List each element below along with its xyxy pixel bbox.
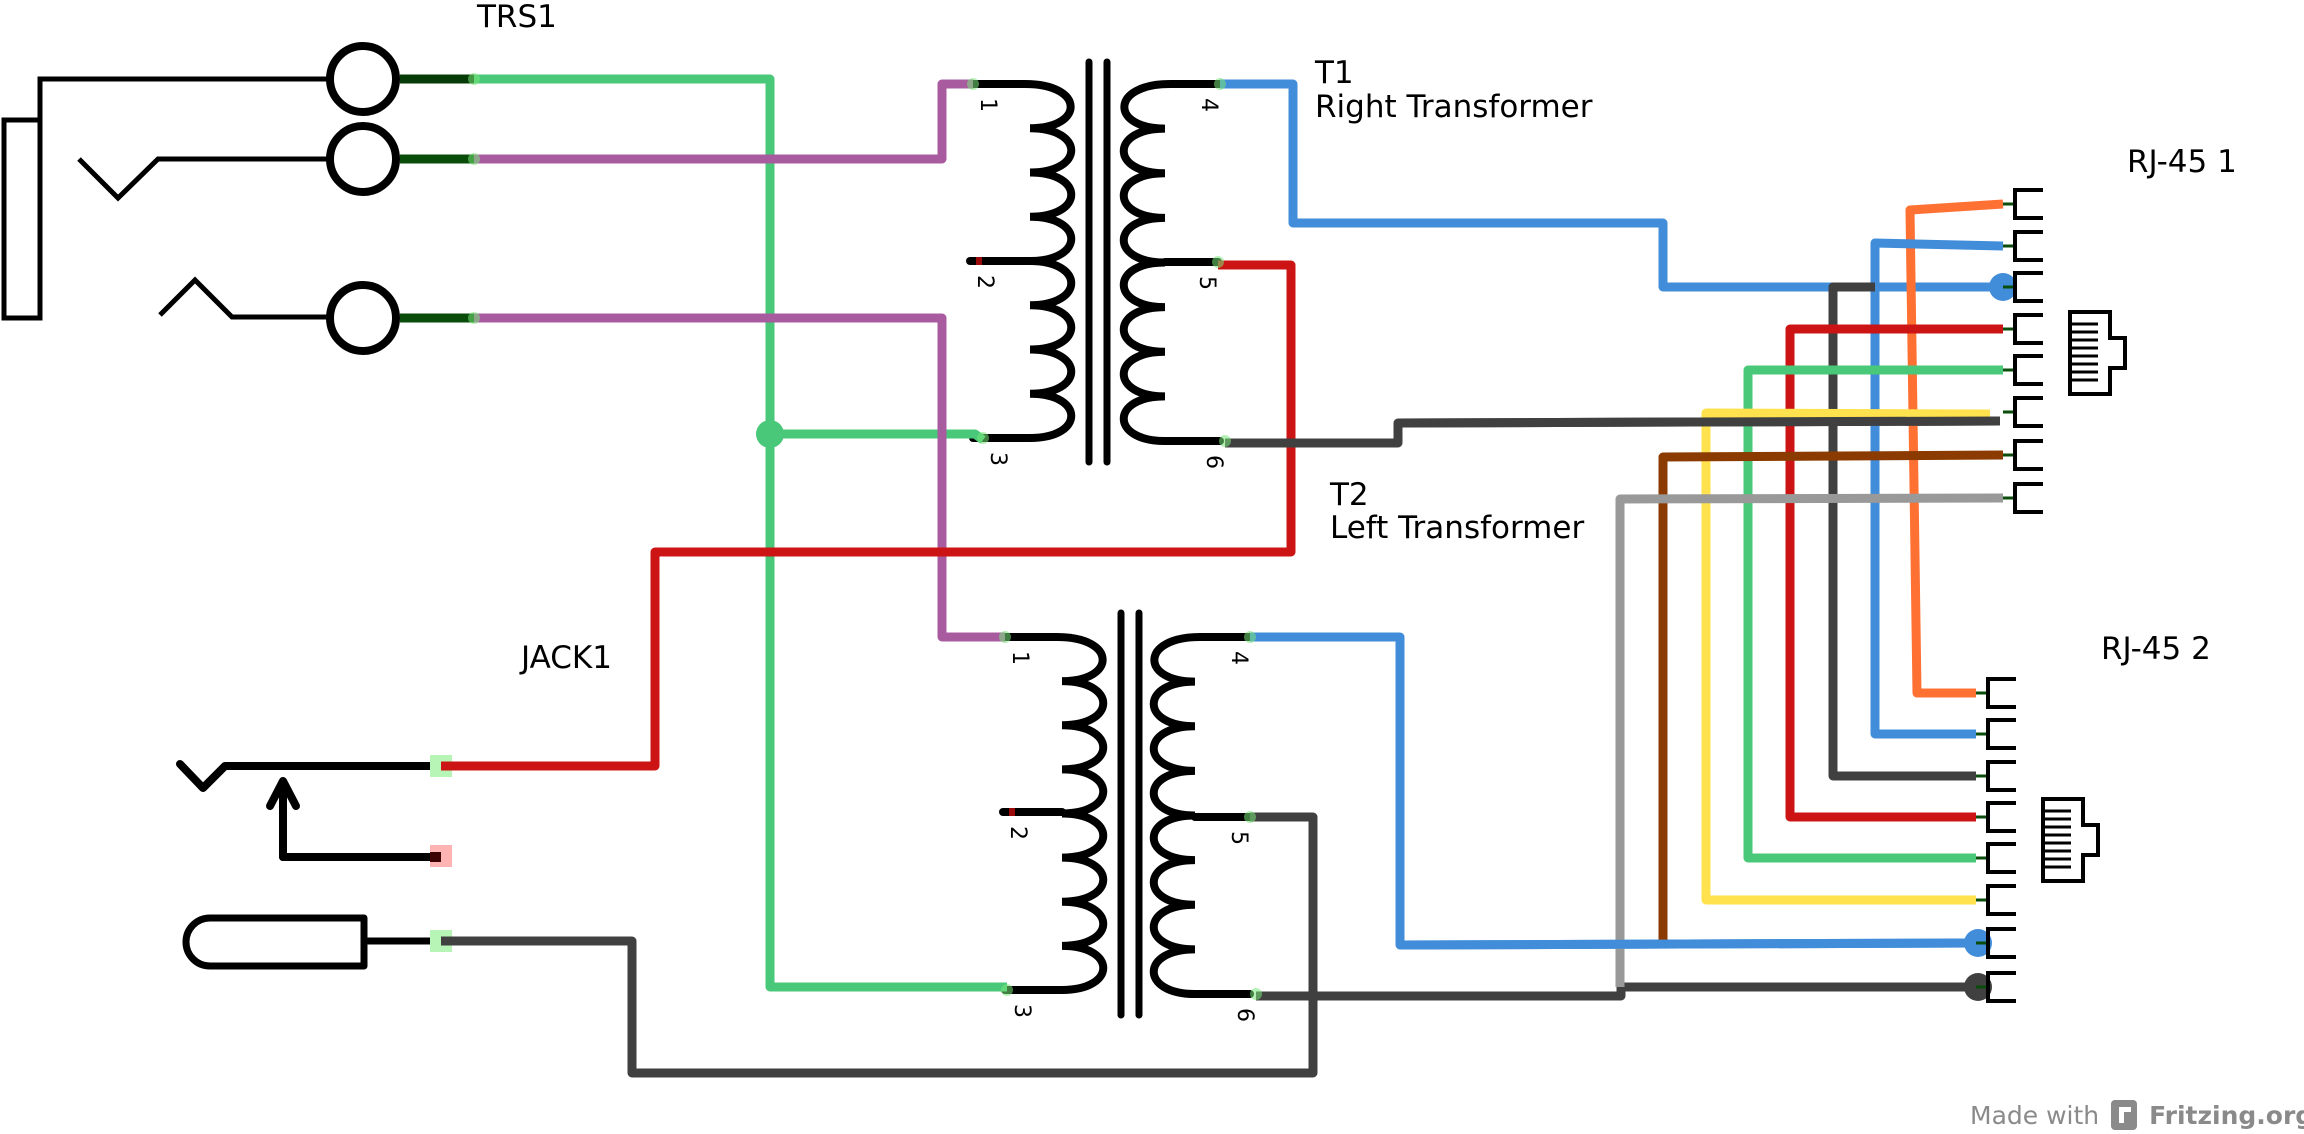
t1-pin-label-3: 3 [985, 452, 1010, 466]
trs1-body [1, 117, 43, 321]
fritzing-logo-icon [2111, 1100, 2138, 1130]
rj45-2-pin-1-contact[interactable] [1986, 677, 2016, 709]
trs1-sleeve-arm [158, 276, 330, 320]
t2-pin-label-1: 1 [1007, 651, 1032, 665]
jack1-label: JACK1 [519, 640, 612, 676]
t1-pin2-unconnected-marker [976, 257, 982, 265]
trs1-ring-contact [326, 122, 400, 196]
t1-transformer[interactable]: 1 2 3 4 5 6 [966, 58, 1226, 469]
trs1-tip-contact [326, 42, 400, 116]
pin-connection-marker [999, 631, 1011, 643]
t1-pin-label-2: 2 [972, 275, 997, 289]
trs1-sleeve-contact [326, 281, 400, 355]
pin-connection-marker [1244, 811, 1256, 823]
wires [441, 73, 2017, 1078]
t2-pin2-unconnected-marker [1009, 808, 1015, 816]
t1-pin-label-6: 6 [1201, 455, 1226, 469]
pin-connection-marker [1212, 256, 1224, 268]
wire-darkgray-t2-pin6-to-rj45-2-pin8[interactable] [1256, 982, 1976, 1001]
pin-connection-marker [468, 153, 480, 165]
rj45-1-plug-icon [2068, 310, 2127, 396]
pin-connection-marker [1250, 988, 1262, 1000]
pin-connection-marker [1219, 435, 1231, 447]
jack1-tip-contact [176, 760, 445, 792]
rj45-2-connector[interactable] [1976, 677, 2100, 1003]
rj45-2-pin-5-contact[interactable] [1986, 842, 2016, 874]
footer-brand-link[interactable]: Fritzing.org [2149, 1100, 2304, 1130]
rj45-1-pin-1-contact[interactable] [2013, 188, 2043, 220]
wire-orange-rj45-pin1[interactable] [1905, 199, 2004, 698]
rj45-2-pin-6-contact[interactable] [1986, 884, 2016, 916]
footer-made-with: Made with [1970, 1100, 2100, 1130]
wire-blue-t1-pin4-to-rj45-1-pin3[interactable] [1220, 79, 2003, 292]
jack1-arrow-head [266, 777, 300, 810]
pin-connection-marker [1244, 631, 1256, 643]
rj45-2-label: RJ-45 2 [2101, 631, 2211, 667]
t2-pin-label-3: 3 [1009, 1004, 1034, 1018]
wire-darkgray-jack1-sleeve-to-t2-pin5[interactable] [441, 812, 1318, 1078]
rj45-2-pin-7-contact[interactable] [1986, 927, 2016, 959]
rj45-2-pin-2-contact[interactable] [1986, 718, 2016, 750]
trs1-ring-arm [77, 156, 330, 202]
wire-blue-rj45-pin2[interactable] [1870, 238, 2004, 739]
wire-red-t1-pin5-to-jack1-tip[interactable] [441, 260, 1296, 771]
pin-connection-marker [468, 312, 480, 324]
jack1-sleeve [182, 914, 368, 970]
pin-connection-marker [1001, 984, 1013, 996]
rj45-1-pin-3-contact[interactable] [2013, 271, 2043, 303]
trs1-component[interactable]: TRS1 [1, 0, 557, 355]
t2-pin-label-2: 2 [1005, 826, 1030, 840]
rj45-1-pin-2-contact[interactable] [2013, 230, 2043, 262]
jack1-component[interactable]: JACK1 [176, 640, 612, 970]
t2-name-label: Left Transformer [1330, 510, 1584, 546]
jack1-unconnected-pin [430, 852, 441, 862]
pin-connection-marker [967, 78, 979, 90]
wire-green-junction-to-t1-pin3[interactable] [770, 429, 986, 444]
rj45-1-pin-7-contact[interactable] [2013, 439, 2043, 471]
t1-pin-label-4: 4 [1196, 98, 1221, 112]
t2-transformer[interactable]: 1 2 3 4 5 6 [999, 609, 1257, 1022]
rj45-1-pin-4-contact[interactable] [2013, 313, 2043, 345]
wire-green-trs-tip-to-t2-pin3[interactable] [474, 74, 1007, 992]
wire-purple-trs-ring-to-t1-pin1[interactable] [474, 79, 973, 164]
pin-connection-marker [468, 73, 480, 85]
t2-pin-label-6: 6 [1232, 1008, 1257, 1022]
wire-purple-trs-sleeve-to-t2-pin1[interactable] [474, 313, 1005, 642]
rj45-2-pin-3-contact[interactable] [1986, 760, 2016, 792]
wire-darkgray-rj45-pin3[interactable] [1828, 282, 1976, 781]
rj45-1-pin-6-contact[interactable] [2013, 396, 2043, 428]
pin-connection-marker [977, 432, 989, 444]
fritzing-footer: Made with Fritzing.org [1970, 1100, 2304, 1130]
wire-yellow-rj45-pin6[interactable] [1701, 408, 1991, 905]
rj45-2-plug-icon [2041, 797, 2100, 883]
t1-pin-label-1: 1 [975, 98, 1000, 112]
junction-dot-green [756, 420, 784, 448]
rj45-1-label: RJ-45 1 [2127, 144, 2237, 180]
wire-lightgray-rj45-pin8[interactable] [1615, 493, 2004, 987]
t1-ref-label: T1 [1314, 55, 1354, 91]
t2-ref-label: T2 [1329, 477, 1369, 513]
pin-connection-marker [1214, 78, 1226, 90]
wire-red-rj45-pin4[interactable] [1785, 324, 2003, 822]
trs1-tip-arm [37, 76, 330, 120]
wire-blue-t2-pin4-overlay[interactable] [1399, 938, 1977, 950]
wire-green-rj45-pin5[interactable] [1743, 365, 2003, 863]
rj45-1-connector[interactable] [2003, 188, 2127, 514]
wire-darkgray-t1-pin6-overlay[interactable] [1397, 416, 2001, 428]
t2-pin-label-4: 4 [1226, 651, 1251, 665]
rj45-2-pin-4-contact[interactable] [1986, 801, 2016, 833]
trs1-label: TRS1 [476, 0, 557, 35]
rj45-1-pin-8-contact[interactable] [2013, 482, 2043, 514]
t1-pin-label-5: 5 [1194, 276, 1219, 290]
wire-brown-rj45-pin7[interactable] [1658, 450, 2004, 943]
t1-name-label: Right Transformer [1315, 89, 1593, 125]
rj45-1-pin-5-contact[interactable] [2013, 354, 2043, 386]
rj45-2-pin-8-contact[interactable] [1986, 971, 2016, 1003]
t2-pin-label-5: 5 [1226, 831, 1251, 845]
